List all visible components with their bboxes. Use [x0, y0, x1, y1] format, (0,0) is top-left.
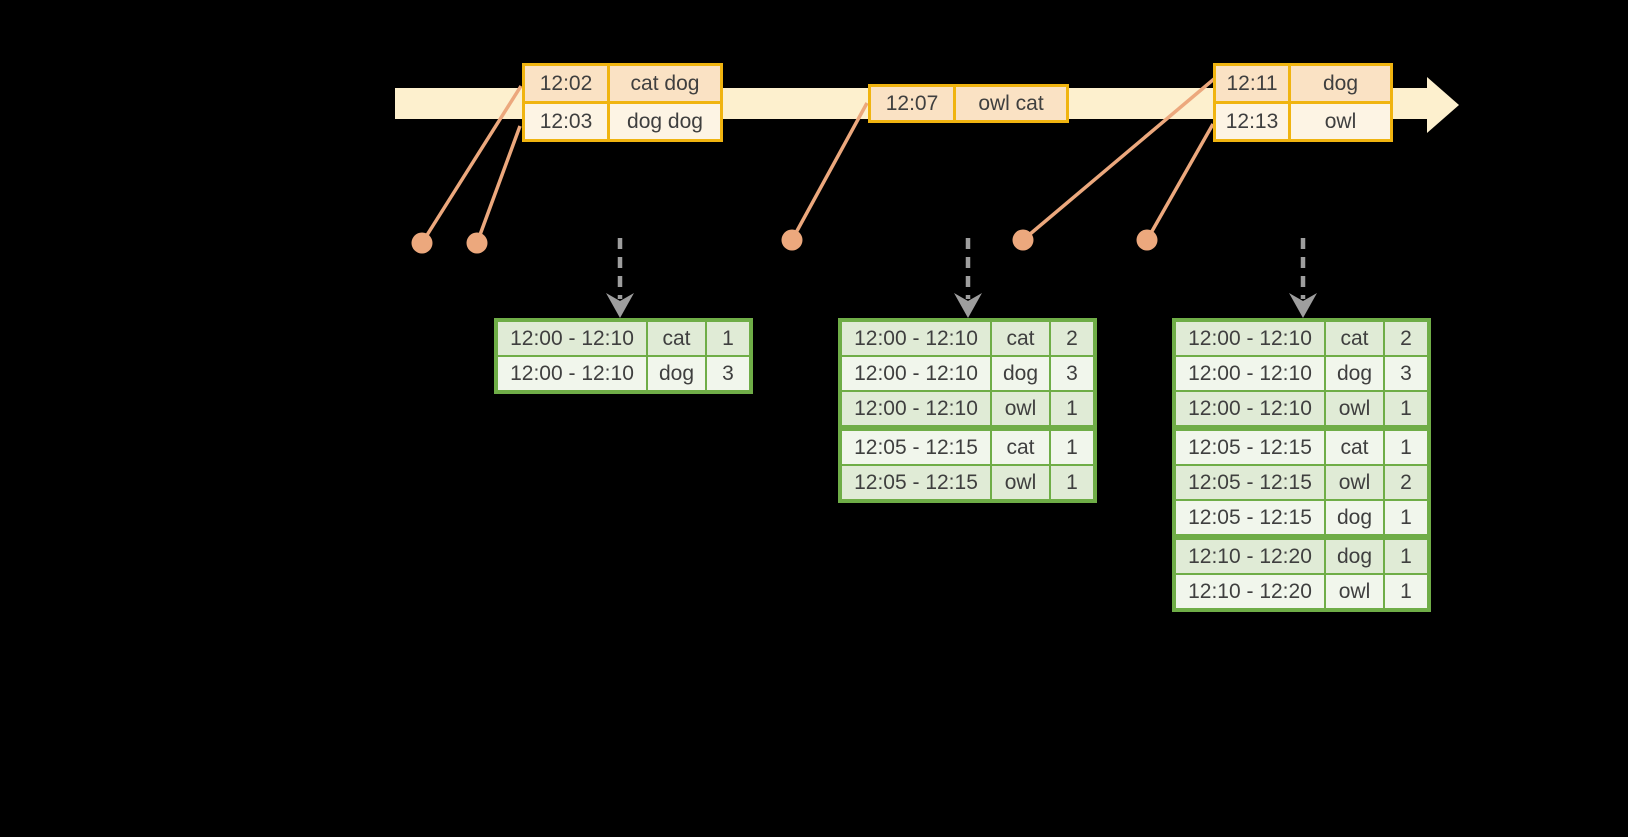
trigger-down-arrow-icon: [606, 238, 634, 318]
count-cell: 3: [1385, 357, 1427, 390]
window-cell: 12:00 - 12:10: [1176, 392, 1324, 425]
result-row: 12:00 - 12:10 owl 1: [1176, 392, 1427, 425]
result-row: 12:00 - 12:10 dog 3: [842, 357, 1093, 390]
count-cell: 3: [707, 357, 749, 390]
window-cell: 12:00 - 12:10: [1176, 357, 1324, 390]
window-cell: 12:05 - 12:15: [842, 466, 990, 499]
count-cell: 3: [1051, 357, 1093, 390]
word-cell: cat: [648, 322, 705, 355]
event-words-cell: owl: [1291, 104, 1390, 139]
event-marker-line: [1021, 77, 1216, 242]
result-row: 12:05 - 12:15 cat 1: [1176, 431, 1427, 464]
count-cell: 1: [1385, 501, 1427, 534]
event-box-1: 12:02 cat dog 12:03 dog dog: [522, 63, 723, 142]
window-cell: 12:05 - 12:15: [842, 431, 990, 464]
timeline-arrow-head-icon: [1427, 77, 1459, 133]
word-cell: cat: [1326, 431, 1383, 464]
event-row: 12:02 cat dog: [525, 66, 720, 101]
word-cell: owl: [1326, 575, 1383, 608]
result-row: 12:05 - 12:15 owl 2: [1176, 466, 1427, 499]
event-row: 12:13 owl: [1216, 104, 1390, 139]
event-box-2: 12:07 owl cat: [868, 84, 1069, 123]
count-cell: 1: [1385, 392, 1427, 425]
count-cell: 1: [1385, 431, 1427, 464]
event-words-cell: cat dog: [610, 66, 720, 101]
event-time-cell: 12:03: [525, 104, 607, 139]
window-cell: 12:10 - 12:20: [1176, 540, 1324, 573]
count-cell: 1: [707, 322, 749, 355]
word-cell: owl: [992, 466, 1049, 499]
word-cell: cat: [1326, 322, 1383, 355]
count-cell: 2: [1385, 322, 1427, 355]
result-row: 12:05 - 12:15 cat 1: [842, 431, 1093, 464]
word-cell: cat: [992, 322, 1049, 355]
window-cell: 12:00 - 12:10: [1176, 322, 1324, 355]
event-words-cell: dog: [1291, 66, 1390, 101]
event-marker-line: [475, 125, 522, 244]
word-cell: dog: [992, 357, 1049, 390]
result-row: 12:00 - 12:10 cat 1: [498, 322, 749, 355]
event-row: 12:11 dog: [1216, 66, 1390, 101]
event-dot-icon: [466, 232, 488, 254]
result-row: 12:00 - 12:10 dog 3: [1176, 357, 1427, 390]
result-table-1: 12:00 - 12:10 cat 1 12:00 - 12:10 dog 3: [494, 318, 753, 394]
event-row: 12:03 dog dog: [525, 104, 720, 139]
count-cell: 1: [1051, 466, 1093, 499]
word-cell: owl: [1326, 392, 1383, 425]
result-row: 12:05 - 12:15 dog 1: [1176, 501, 1427, 534]
word-cell: cat: [992, 431, 1049, 464]
result-table-3: 12:00 - 12:10 cat 2 12:00 - 12:10 dog 3 …: [1172, 318, 1431, 612]
event-time-cell: 12:13: [1216, 104, 1288, 139]
count-cell: 1: [1385, 575, 1427, 608]
event-words-cell: owl cat: [956, 87, 1066, 120]
event-time-cell: 12:11: [1216, 66, 1288, 101]
window-cell: 12:05 - 12:15: [1176, 501, 1324, 534]
event-marker-line: [790, 102, 869, 241]
result-row: 12:05 - 12:15 owl 1: [842, 466, 1093, 499]
event-time-cell: 12:07: [871, 87, 953, 120]
count-cell: 1: [1051, 431, 1093, 464]
count-cell: 1: [1385, 540, 1427, 573]
event-dot-icon: [1136, 229, 1158, 251]
word-cell: owl: [1326, 466, 1383, 499]
word-cell: dog: [1326, 357, 1383, 390]
word-cell: dog: [1326, 501, 1383, 534]
window-cell: 12:05 - 12:15: [1176, 466, 1324, 499]
window-cell: 12:00 - 12:10: [842, 357, 990, 390]
count-cell: 2: [1051, 322, 1093, 355]
count-cell: 1: [1051, 392, 1093, 425]
count-cell: 2: [1385, 466, 1427, 499]
window-cell: 12:10 - 12:20: [1176, 575, 1324, 608]
result-table-2: 12:00 - 12:10 cat 2 12:00 - 12:10 dog 3 …: [838, 318, 1097, 503]
window-cell: 12:00 - 12:10: [498, 322, 646, 355]
result-row: 12:10 - 12:20 dog 1: [1176, 540, 1427, 573]
event-words-cell: dog dog: [610, 104, 720, 139]
word-cell: dog: [648, 357, 705, 390]
result-row: 12:00 - 12:10 owl 1: [842, 392, 1093, 425]
result-row: 12:00 - 12:10 cat 2: [842, 322, 1093, 355]
event-dot-icon: [781, 229, 803, 251]
window-cell: 12:00 - 12:10: [842, 392, 990, 425]
trigger-down-arrow-icon: [954, 238, 982, 318]
window-cell: 12:05 - 12:15: [1176, 431, 1324, 464]
result-row: 12:00 - 12:10 cat 2: [1176, 322, 1427, 355]
result-row: 12:00 - 12:10 dog 3: [498, 357, 749, 390]
event-dot-icon: [411, 232, 433, 254]
event-dot-icon: [1012, 229, 1034, 251]
word-cell: owl: [992, 392, 1049, 425]
event-time-cell: 12:02: [525, 66, 607, 101]
window-cell: 12:00 - 12:10: [498, 357, 646, 390]
event-row: 12:07 owl cat: [871, 87, 1066, 120]
event-marker-line: [1145, 123, 1215, 241]
word-cell: dog: [1326, 540, 1383, 573]
result-row: 12:10 - 12:20 owl 1: [1176, 575, 1427, 608]
trigger-down-arrow-icon: [1289, 238, 1317, 318]
event-marker-line: [420, 85, 523, 244]
event-box-3: 12:11 dog 12:13 owl: [1213, 63, 1393, 142]
window-cell: 12:00 - 12:10: [842, 322, 990, 355]
